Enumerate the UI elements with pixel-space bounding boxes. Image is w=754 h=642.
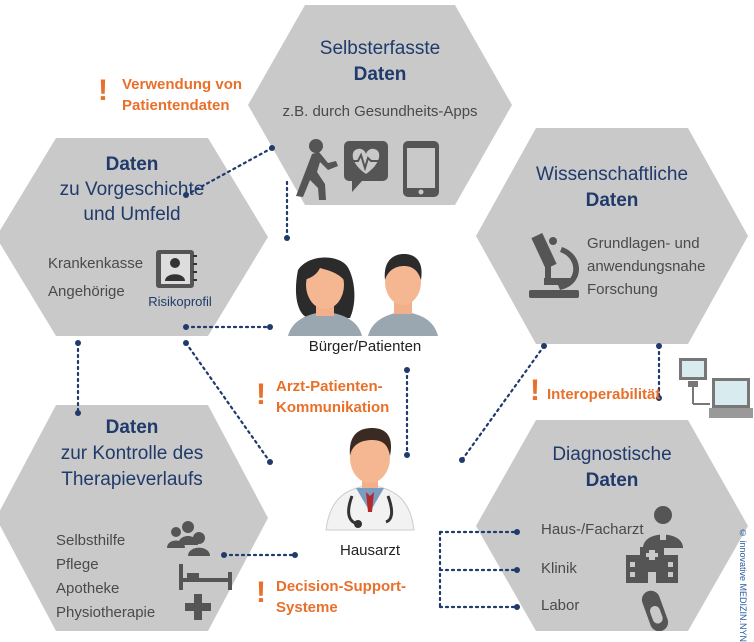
hexagon-diagnostic	[476, 420, 748, 631]
history-item-relatives: Angehörige	[48, 283, 125, 300]
heart-monitor-icon	[344, 141, 388, 192]
history-line3: und Umfeld	[83, 204, 181, 225]
diagnostic-title-line2: Daten	[585, 470, 639, 491]
science-title-line1: Wissenschaftliche	[535, 164, 689, 185]
physiotherapy-cross-icon	[185, 594, 211, 620]
computers-icon	[679, 358, 753, 418]
usage-note-line2: Patientendaten	[122, 97, 230, 114]
usage-note-line1: Verwendung von	[122, 76, 243, 93]
self-captured-subtitle: z.B. durch Gesundheits-Apps	[282, 103, 478, 120]
decision-exclamation-icon: !	[256, 576, 266, 609]
history-item-insurance: Krankenkasse	[48, 255, 144, 272]
hospital-building-icon	[626, 547, 678, 583]
diagnostic-item-lab: Labor	[541, 597, 580, 614]
therapy-item-selfhelp: Selbsthilfe	[56, 532, 126, 549]
science-title-line2: Daten	[585, 190, 639, 211]
therapy-item-physio: Physiotherapie	[56, 604, 156, 621]
patient-woman-icon	[288, 257, 362, 336]
science-desc-1: Grundlagen- und	[587, 235, 700, 252]
science-desc-3: Forschung	[587, 281, 658, 298]
self-help-group-icon	[167, 521, 210, 556]
interop-note: Interoperabilität	[547, 386, 661, 403]
family-doctor-icon	[325, 428, 415, 531]
interop-exclamation-icon: !	[530, 374, 540, 407]
self-captured-title-line2: Daten	[353, 64, 407, 85]
smartphone-icon	[403, 141, 439, 197]
communication-note-line1: Arzt-Patienten-	[276, 378, 383, 395]
history-line2: zu Vorgeschichte	[59, 179, 205, 200]
hospital-bed-icon	[179, 564, 232, 590]
hexagon-therapy	[0, 405, 268, 631]
decision-note-line2: Systeme	[276, 599, 338, 616]
therapy-item-care: Pflege	[56, 556, 99, 573]
diagnostic-title-line1: Diagnostische	[552, 444, 672, 465]
risk-profile-label: Risikoprofil	[148, 294, 212, 309]
therapy-line3: Therapieverlaufs	[61, 469, 203, 490]
runner-icon	[296, 139, 338, 200]
communication-exclamation-icon: !	[256, 378, 266, 411]
diagnostic-item-clinic: Klinik	[541, 560, 577, 577]
therapy-item-pharmacy: Apotheke	[56, 580, 120, 597]
doctor-label: Hausarzt	[339, 542, 401, 559]
copyright-notice: © innovative MEDIZIN.NYN	[738, 528, 748, 642]
usage-exclamation-icon: !	[98, 74, 108, 107]
connectors	[76, 146, 661, 609]
test-tube-icon	[641, 590, 669, 631]
microscope-icon	[529, 233, 580, 298]
hexagon-history	[0, 138, 268, 336]
decision-note-line1: Decision-Support-	[276, 578, 406, 595]
communication-note-line2: Kommunikation	[276, 399, 390, 416]
physician-icon	[643, 506, 683, 548]
patient-man-icon	[368, 254, 438, 336]
diagnostic-item-physician: Haus-/Facharzt	[541, 521, 644, 538]
patients-label: Bürger/Patienten	[308, 338, 422, 355]
science-desc-2: anwendungsnahe	[587, 258, 706, 275]
contact-book-icon	[156, 250, 197, 288]
self-captured-title-line1: Selbsterfasste	[319, 38, 441, 59]
therapy-line2: zur Kontrolle des	[60, 443, 204, 464]
therapy-title: Daten	[105, 417, 159, 438]
history-title: Daten	[105, 154, 159, 175]
connector-dots	[75, 145, 662, 610]
